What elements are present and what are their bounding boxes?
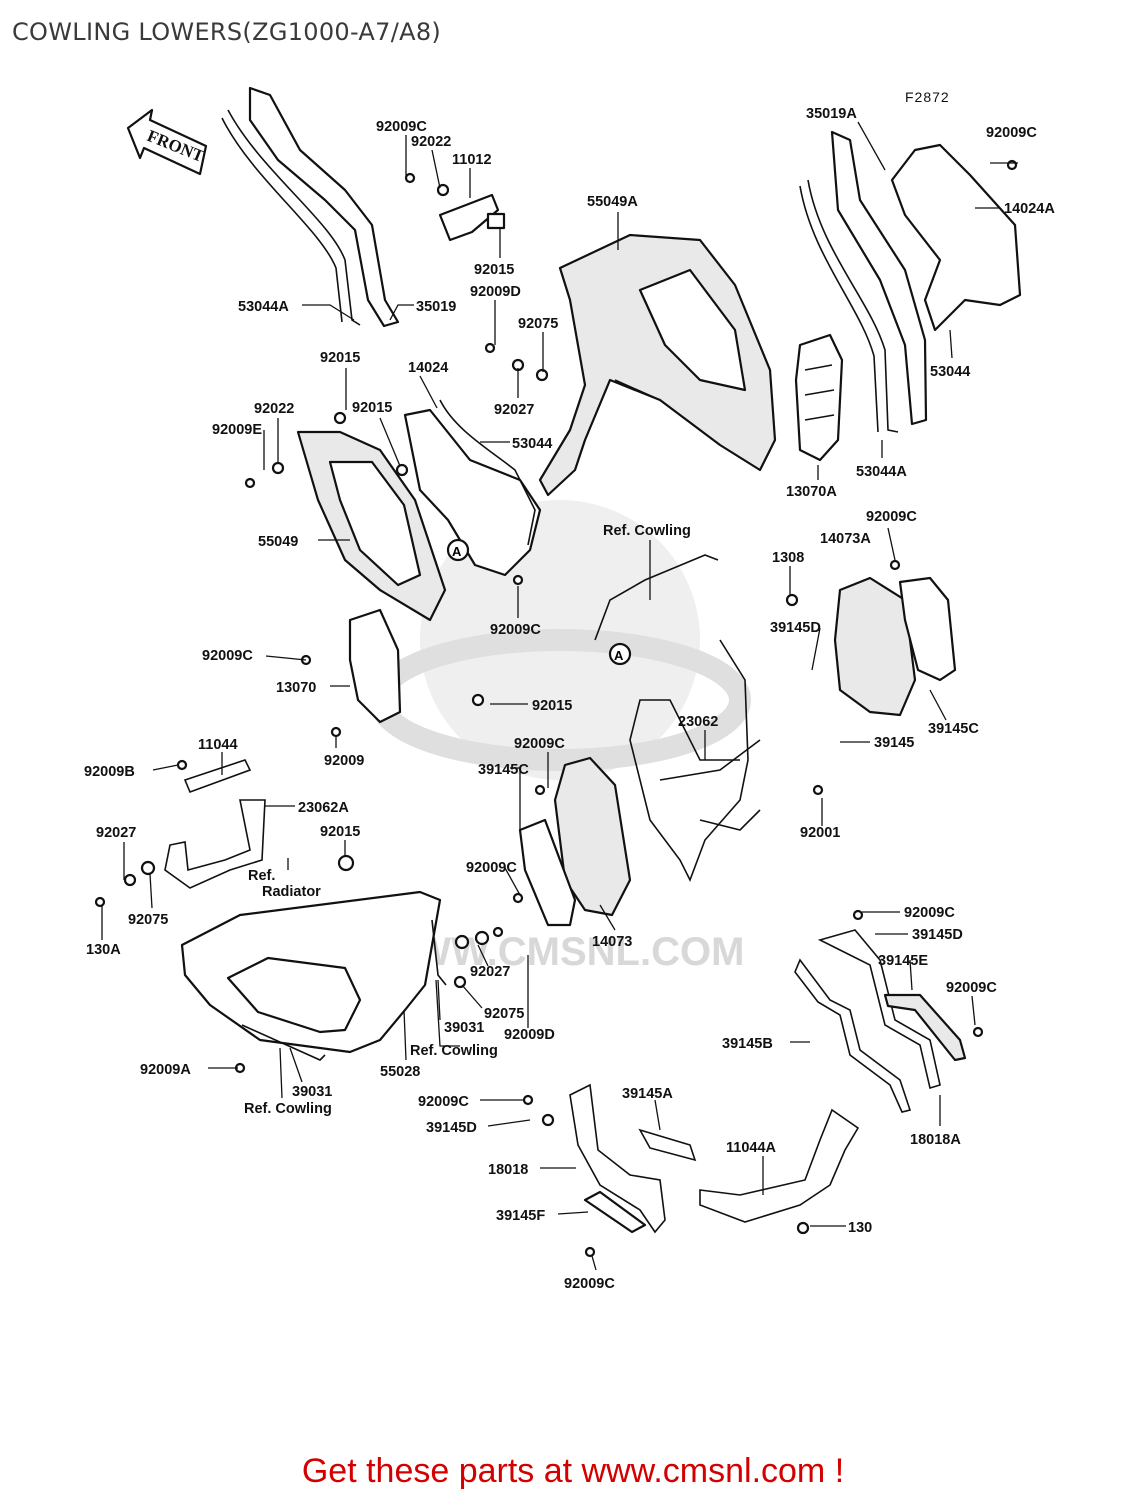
part-label: 92009C xyxy=(986,125,1037,141)
footer-cta-link[interactable]: Get these parts at www.cmsnl.com ! xyxy=(301,1452,845,1490)
part-label: 92009C xyxy=(866,509,917,525)
svg-text:A: A xyxy=(452,544,462,559)
part-label: 53044A xyxy=(238,299,289,315)
part-label: 92009C xyxy=(376,119,427,135)
part-label: 92009C xyxy=(418,1094,469,1110)
part-label: 92009C xyxy=(202,648,253,664)
leader-lines xyxy=(101,121,1018,1271)
page-title: COWLING LOWERS(ZG1000-A7/A8) xyxy=(12,18,442,46)
part-label: 92015 xyxy=(320,350,360,366)
part-label: 11044A xyxy=(726,1140,777,1156)
part-label: 35019 xyxy=(416,299,456,315)
part-label: 11012 xyxy=(452,152,492,168)
part-label: Ref. Cowling xyxy=(244,1101,332,1117)
part-label: 92075 xyxy=(128,912,168,928)
figure-code: F2872 xyxy=(905,89,950,105)
part-label: 18018A xyxy=(910,1132,961,1148)
part-label: 11044 xyxy=(198,737,238,753)
part-label: 92075 xyxy=(518,316,558,332)
part-label: Ref. xyxy=(248,868,275,884)
part-label: 92009C xyxy=(904,905,955,921)
part-label: 92009B xyxy=(84,764,135,780)
part-label: 1308 xyxy=(772,550,804,566)
part-label: 35019A xyxy=(806,106,857,122)
part-label: 92015 xyxy=(320,824,360,840)
part-label: 92022 xyxy=(254,401,294,417)
part-label: 39145C xyxy=(928,721,979,737)
part-label: 92009C xyxy=(466,860,517,876)
part-label: 92009A xyxy=(140,1062,191,1078)
part-label: 39145A xyxy=(622,1086,673,1102)
part-label: Ref. Cowling xyxy=(410,1043,498,1059)
part-label: 92001 xyxy=(800,825,840,841)
part-label: 55049A xyxy=(587,194,638,210)
part-label: 92022 xyxy=(411,134,451,150)
part-label: 92009D xyxy=(470,284,521,300)
part-label: 92009D xyxy=(504,1027,555,1043)
part-label: 13070A xyxy=(786,484,837,500)
part-label: 92009 xyxy=(324,753,364,769)
part-label: 92027 xyxy=(470,964,510,980)
part-label: 92009C xyxy=(514,736,565,752)
part-label: 92009E xyxy=(212,422,262,438)
part-label: 53044 xyxy=(512,436,552,452)
part-label: 92009C xyxy=(946,980,997,996)
part-label: 39145C xyxy=(478,762,529,778)
part-label: 18018 xyxy=(488,1162,528,1178)
part-label: 23062 xyxy=(678,714,718,730)
part-label: 92015 xyxy=(474,262,514,278)
part-label: 39145D xyxy=(770,620,821,636)
part-label: 14073 xyxy=(592,934,632,950)
part-label: 39145F xyxy=(496,1208,545,1224)
part-label: 39145D xyxy=(426,1120,477,1136)
part-label: 39145 xyxy=(874,735,914,751)
part-label: 92075 xyxy=(484,1006,524,1022)
part-label: 92015 xyxy=(532,698,572,714)
front-arrow-icon: FRONT xyxy=(126,108,207,176)
part-labels: 92009C 92022 11012 92015 92009D 92075 92… xyxy=(84,106,1055,1292)
part-label: 53044 xyxy=(930,364,970,380)
part-label: 39145E xyxy=(878,953,928,969)
part-label: 39031 xyxy=(444,1020,484,1036)
part-label: Ref. Cowling xyxy=(603,523,691,539)
part-label: 39145B xyxy=(722,1036,773,1052)
part-label: Radiator xyxy=(262,884,321,900)
part-label: 14024A xyxy=(1004,201,1055,217)
part-label: 53044A xyxy=(856,464,907,480)
part-label: 92027 xyxy=(494,402,534,418)
part-label: 55049 xyxy=(258,534,298,550)
svg-text:A: A xyxy=(614,648,624,663)
part-label: 92015 xyxy=(352,400,392,416)
part-label: 14024 xyxy=(408,360,448,376)
part-label: 13070 xyxy=(276,680,316,696)
part-label: 92027 xyxy=(96,825,136,841)
part-shapes: A A xyxy=(94,86,1022,1258)
part-label: 130 xyxy=(848,1220,872,1236)
part-label: 23062A xyxy=(298,800,349,816)
part-label: 130A xyxy=(86,942,121,958)
part-label: 14073A xyxy=(820,531,871,547)
part-label: 39031 xyxy=(292,1084,332,1100)
part-label: 92009C xyxy=(564,1276,615,1292)
part-label: 55028 xyxy=(380,1064,420,1080)
parts-diagram: WWW.CMSNL.COM F2872 FRONT xyxy=(84,86,1055,1292)
part-label: 92009C xyxy=(490,622,541,638)
part-label: 39145D xyxy=(912,927,963,943)
